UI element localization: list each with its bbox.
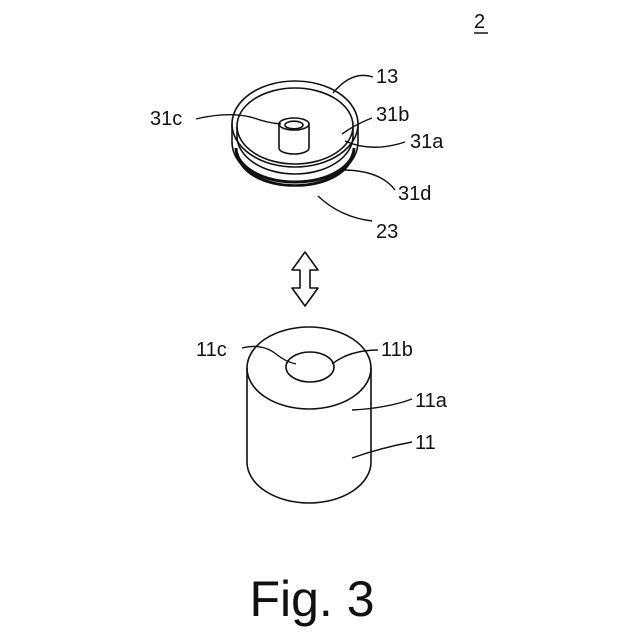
leader-31d — [342, 170, 395, 190]
label-11: 11 — [415, 432, 436, 454]
label-13: 13 — [376, 66, 398, 88]
leader-11a — [352, 399, 412, 410]
cylinder-top — [247, 327, 371, 409]
leader-11 — [352, 442, 412, 458]
label-23: 23 — [376, 221, 398, 243]
label-31a: 31a — [410, 131, 444, 153]
leader-23 — [318, 196, 372, 221]
label-31b: 31b — [376, 104, 409, 126]
cap-assembly — [232, 81, 358, 186]
label-31d: 31d — [398, 183, 431, 205]
sheet-number: 2 — [474, 11, 485, 33]
cylinder-bore — [286, 352, 334, 382]
leader-13 — [333, 75, 373, 93]
label-31c: 31c — [150, 108, 182, 130]
double-arrow-icon — [292, 252, 318, 306]
figure-caption: Fig. 3 — [249, 571, 374, 627]
cap-inner-rim — [237, 88, 353, 164]
cap-tube-bore — [285, 121, 303, 129]
label-11c: 11c — [196, 339, 227, 361]
label-11a: 11a — [415, 390, 448, 412]
leader-31a — [345, 141, 405, 147]
cylinder-side — [247, 368, 371, 503]
label-11b: 11b — [381, 339, 413, 361]
